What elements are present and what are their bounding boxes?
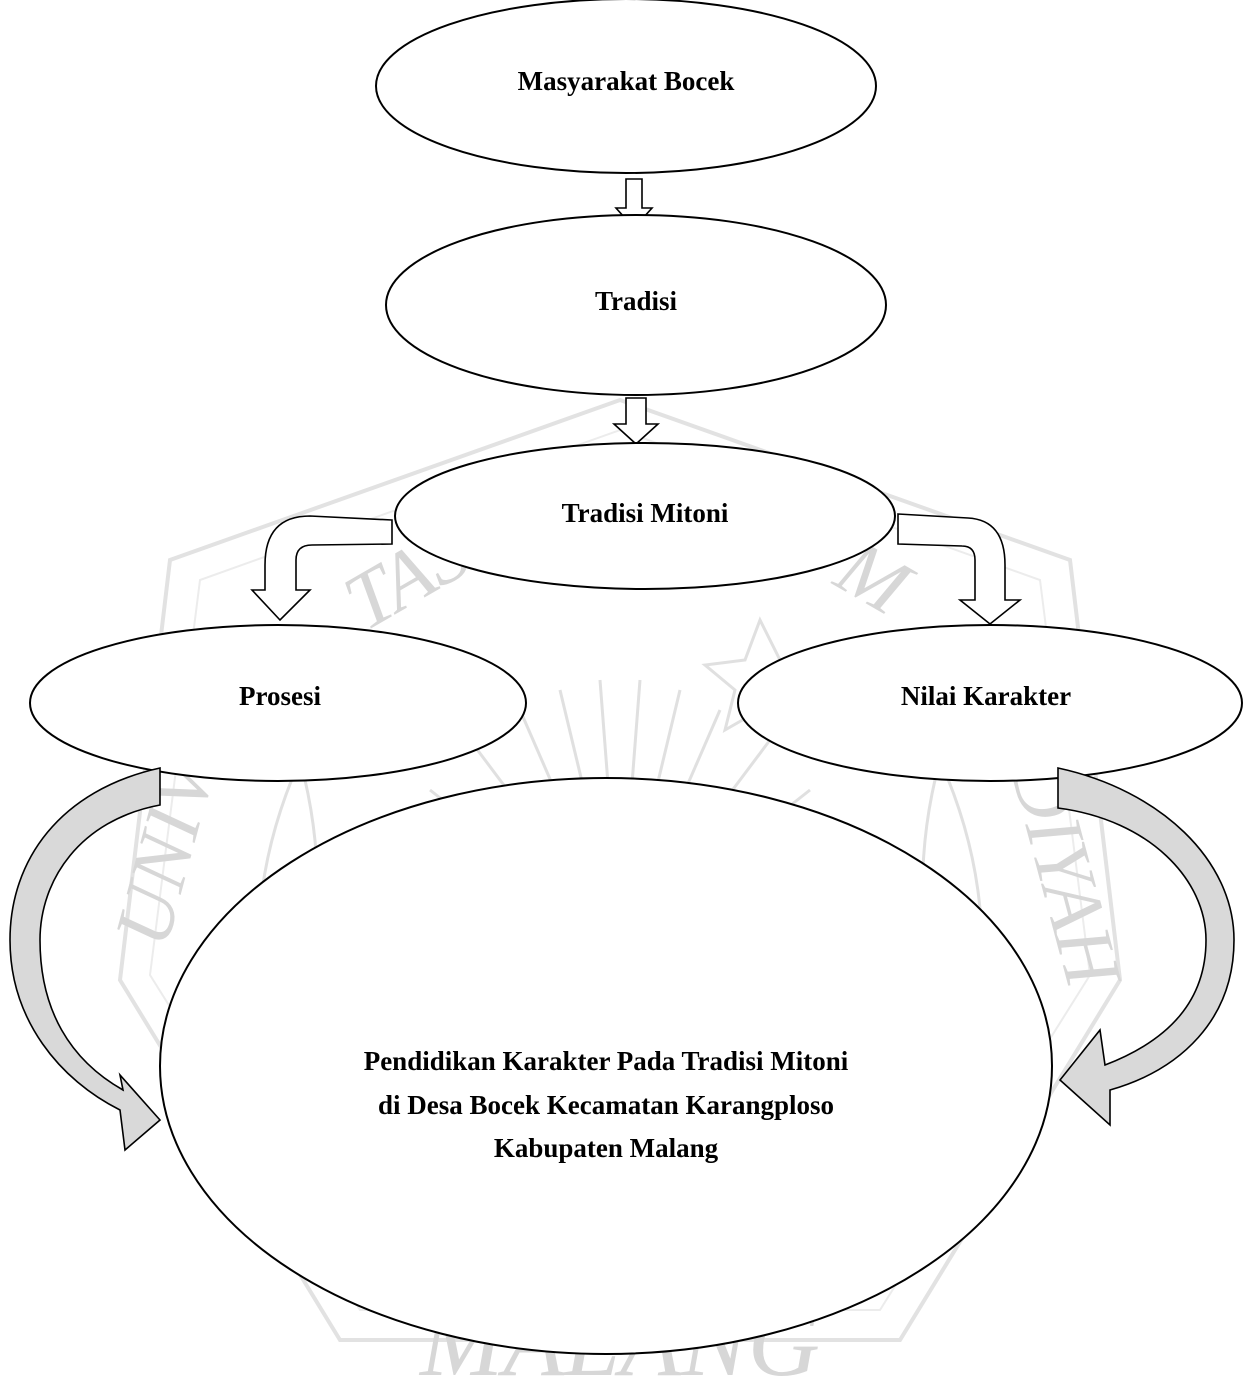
result-line-1: Pendidikan Karakter Pada Tradisi Mitoni [364, 1046, 849, 1076]
label-tradisi-mitoni: Tradisi Mitoni [562, 498, 729, 528]
label-masyarakat-bocek: Masyarakat Bocek [518, 66, 735, 96]
result-line-2: di Desa Bocek Kecamatan Karangploso [378, 1090, 834, 1120]
label-prosesi: Prosesi [239, 681, 321, 711]
label-nilai-karakter: Nilai Karakter [901, 681, 1071, 711]
label-pendidikan-karakter: Pendidikan Karakter Pada Tradisi Mitoni … [364, 1046, 849, 1163]
result-line-3: Kabupaten Malang [494, 1133, 719, 1163]
node-masyarakat-bocek [375, 0, 877, 174]
node-tradisi-mitoni [394, 442, 896, 590]
node-prosesi [29, 624, 527, 782]
down-arrow-2 [611, 397, 661, 446]
node-pendidikan-karakter [159, 777, 1053, 1355]
curved-arrow-prosesi-to-result [9, 767, 162, 1152]
label-tradisi: Tradisi [595, 286, 678, 316]
node-tradisi [385, 214, 887, 396]
curved-arrow-to-prosesi [250, 515, 393, 622]
node-nilai-karakter [737, 624, 1243, 782]
curved-arrow-nilai-to-result [1057, 767, 1235, 1127]
